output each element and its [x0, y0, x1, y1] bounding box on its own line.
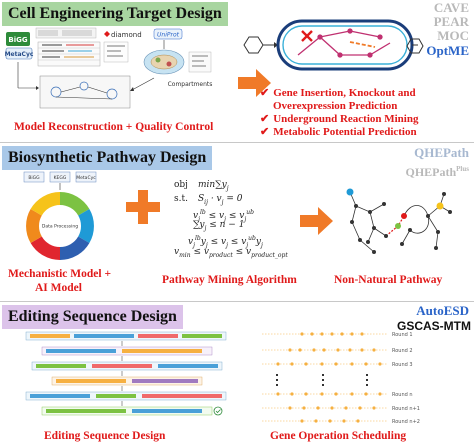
tool-qhepath: QHEPath [414, 145, 469, 160]
math-st-label: s.t. [174, 194, 188, 204]
section2-caption-algo: Pathway Mining Algorithm [162, 274, 297, 286]
gene-operation-schedule [262, 332, 388, 423]
section1-title: Cell Engineering Target Design [2, 2, 228, 26]
section2-title: Biosynthetic Pathway Design [2, 146, 213, 170]
cell-membrane [276, 19, 414, 71]
plus-icon [126, 190, 160, 224]
metacyc-logo [5, 47, 33, 60]
tool-qhepath-plus: QHEPathPlus [405, 165, 469, 179]
tool-autoesd: AutoESD [416, 303, 469, 318]
section1-caption: Model Reconstruction + Quality Control [14, 121, 214, 133]
round-1-label: Round 1 [392, 332, 413, 338]
tool-pear: PEAR [433, 14, 469, 29]
section3-caption-right: Gene Operation Scheduling [270, 430, 407, 442]
db-metacyc: MetaCyc [76, 175, 96, 181]
round-3-label: Round 3 [392, 362, 413, 368]
cell-engineering-diagram [243, 15, 424, 71]
tool-gscas-mtm: GSCAS-MTM [397, 319, 471, 333]
section3-title: Editing Sequence Design [2, 305, 183, 329]
db-bigg: BiGG [28, 175, 40, 181]
product-hexagon [408, 15, 424, 23]
bullet-3: ✔Metabolic Potential Prediction [260, 126, 417, 138]
section3-caption-left: Editing Sequence Design [44, 430, 166, 442]
check-circle-icon [213, 406, 223, 416]
section2-caption-model-2: AI Model [35, 282, 82, 294]
section2-caption-model-1: Mechanistic Model + [8, 268, 112, 280]
bigg-logo-text: BiGG [8, 36, 27, 44]
data-processing-cycle: BiGG KEGG MetaCyc Data Processing [23, 171, 96, 260]
round-n2-label: Round n+2 [392, 419, 420, 425]
uniprot-logo: UniProt [157, 32, 180, 39]
bullet-2: ✔Underground Reaction Mining [260, 113, 419, 125]
metacyc-logo-text: MetaCyc [5, 51, 34, 58]
section2-arrow [300, 207, 333, 235]
product-molecule-icon [406, 38, 424, 54]
editing-sequence-flow [25, 331, 227, 416]
tool-cave: CAVE [433, 0, 469, 15]
section2-caption-path: Non-Natural Pathway [334, 274, 443, 286]
knockout-cross-icon [301, 30, 313, 42]
divider-1 [0, 142, 474, 143]
math-c3: ∑yj ≤ n − 1 [193, 220, 245, 232]
diamond-logo: diamond [111, 31, 142, 39]
model-reconstruction-diagram: BiGG MetaCyc diamond UniProt Compartment… [5, 27, 213, 109]
math-obj-label: obj [174, 180, 188, 190]
round-2-label: Round 2 [392, 348, 413, 354]
cycle-center-label: Data Processing [42, 224, 78, 230]
bullet-1-cont: Overexpression Prediction [273, 100, 398, 112]
bigg-logo [6, 32, 30, 46]
math-c5: vmin ≤ vproduct ≤ vproduct_opt [174, 247, 288, 259]
db-kegg: KEGG [54, 175, 67, 181]
round-n-label: Round n [392, 392, 413, 398]
math-obj: min∑yj [198, 180, 229, 192]
bullet-1: ✔Gene Insertion, Knockout and [260, 87, 416, 99]
divider-2 [0, 301, 474, 302]
math-c1: Sij · vj = 0 [198, 194, 243, 206]
tool-moc: MOC [437, 28, 469, 43]
section1-arrow [238, 69, 271, 97]
math-c4: vjlbyj ≤ vj ≤ vjubyj [188, 235, 263, 249]
non-natural-pathway-graph [346, 188, 452, 254]
compartments-label: Compartments [168, 81, 213, 88]
round-n1-label: Round n+1 [392, 406, 420, 412]
math-c2: vjlb ≤ vj ≤ vjub [193, 209, 254, 223]
tool-optme: OptME [426, 43, 469, 58]
substrate-hexagon [243, 36, 264, 54]
